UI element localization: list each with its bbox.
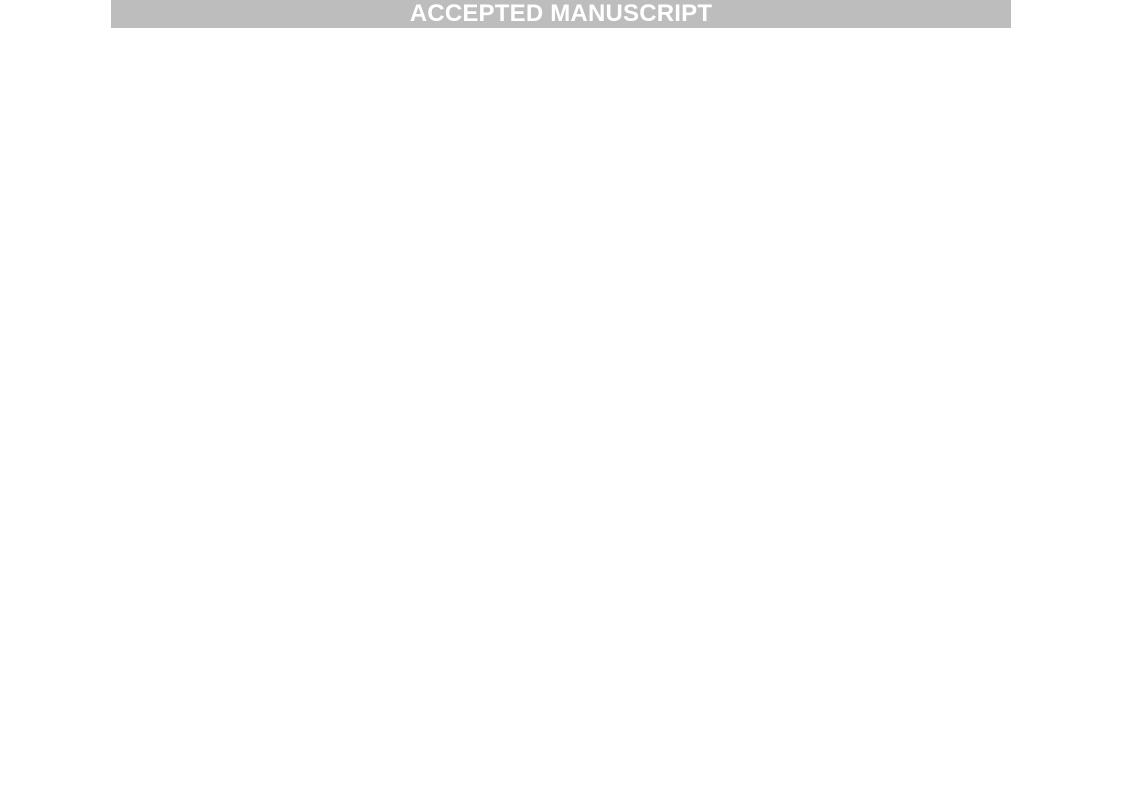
banner-text: ACCEPTED MANUSCRIPT <box>409 0 713 27</box>
blank-page-body <box>0 28 1123 793</box>
accepted-manuscript-banner: ACCEPTED MANUSCRIPT <box>111 0 1011 28</box>
